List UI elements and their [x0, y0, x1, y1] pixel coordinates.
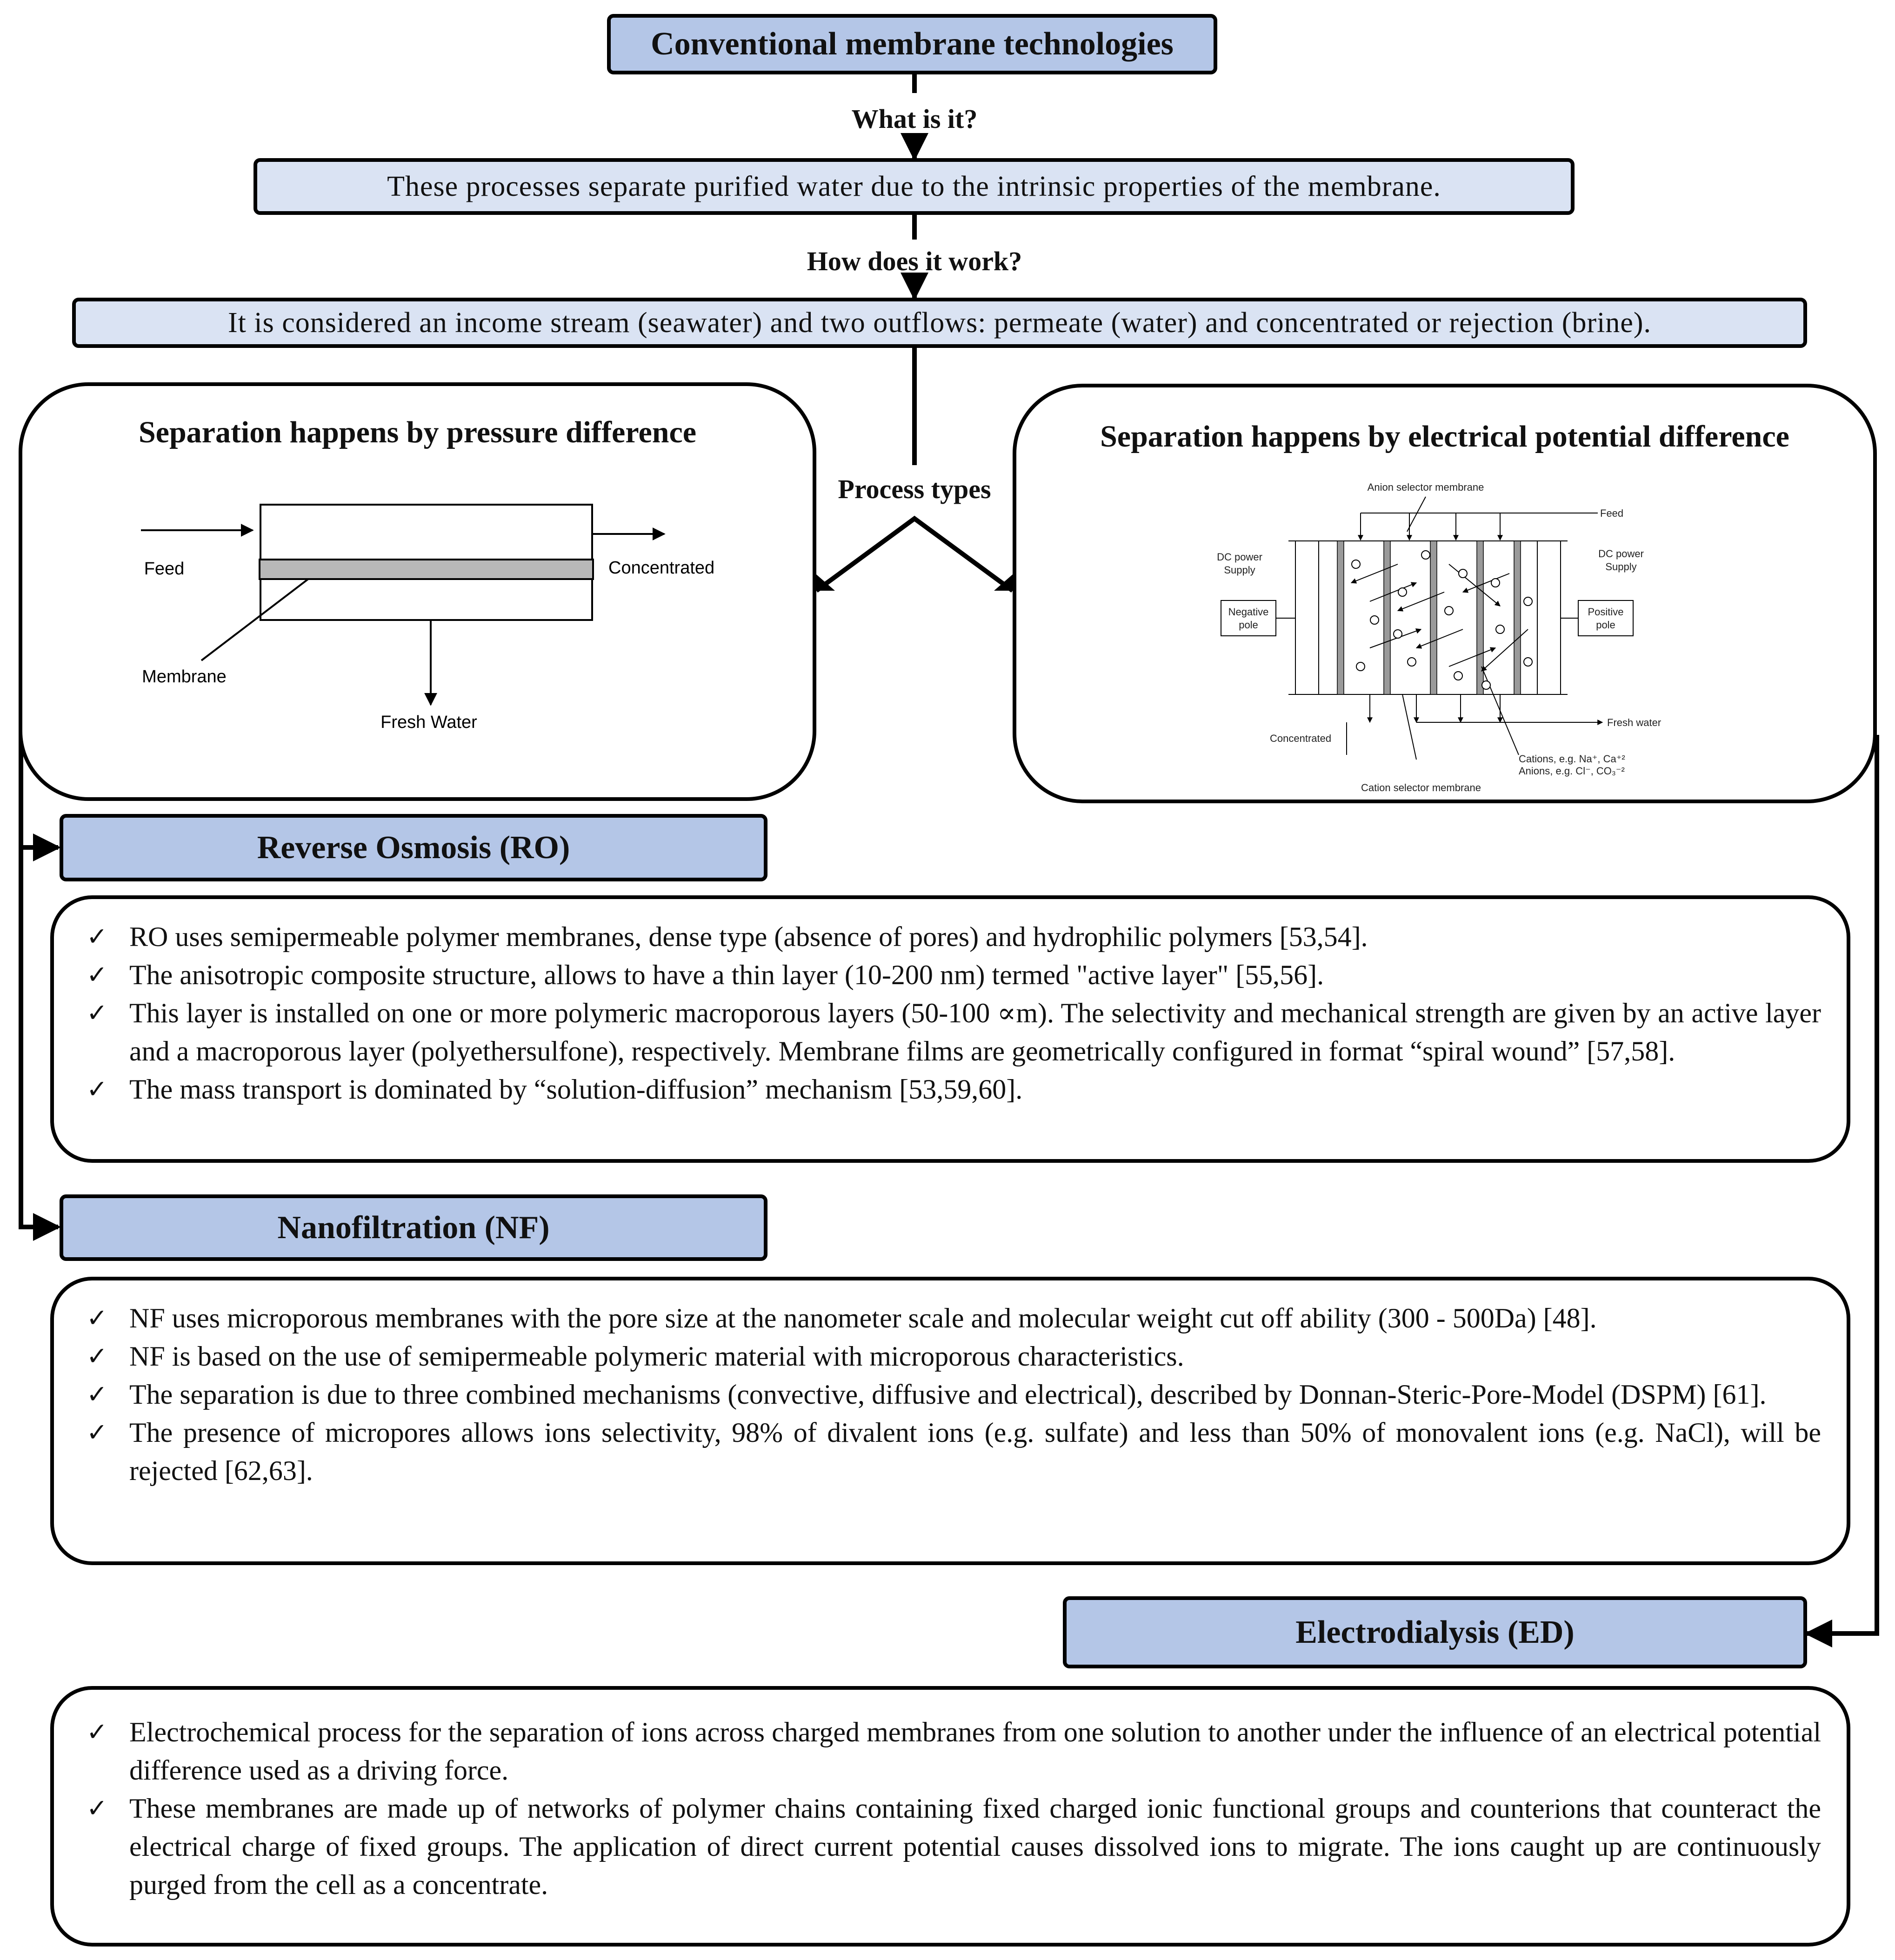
mechanism-text: It is considered an income stream (seawa… [227, 307, 1651, 339]
nf-header-text: Nanofiltration (NF) [277, 1209, 550, 1246]
ro-bullet: This layer is installed on one or more p… [87, 994, 1821, 1070]
positive-pole-label: pole [1596, 619, 1615, 631]
electrodialysis-diagram: Anion selector membrane Feed DC power Su… [1217, 481, 1661, 793]
electrical-panel-title: Separation happens by electrical potenti… [1100, 420, 1789, 453]
ed-header-text: Electrodialysis (ED) [1295, 1614, 1575, 1650]
ed-feed-label: Feed [1600, 507, 1623, 519]
pressure-panel: Separation happens by pressure differenc… [19, 382, 816, 801]
dc-power-left-label: DC power [1217, 551, 1262, 563]
ed-header: Electrodialysis (ED) [1063, 1596, 1807, 1668]
chevron-left-arrowhead [816, 574, 835, 591]
ro-header: Reverse Osmosis (RO) [60, 814, 767, 881]
membrane-layer [259, 559, 594, 580]
question-what-is-it: What is it? [851, 104, 978, 134]
title-text: Conventional membrane technologies [651, 26, 1174, 62]
ion-circles [1351, 550, 1533, 690]
anion-membrane-label: Anion selector membrane [1368, 481, 1484, 493]
nf-bullet: NF uses microporous membranes with the p… [87, 1299, 1821, 1337]
ed-membrane-4 [1476, 540, 1484, 695]
question-how-does-it-work: How does it work? [807, 246, 1022, 276]
process-types-label: Process types [838, 474, 991, 504]
cation-membrane-pointer [1402, 694, 1417, 760]
feed-label: Feed [144, 559, 185, 579]
membrane-label: Membrane [142, 667, 227, 687]
pressure-panel-title: Separation happens by pressure differenc… [138, 415, 697, 449]
connector-ed [1804, 735, 1879, 1647]
pressure-diagram: Feed Concentrated Membrane Fresh Water [141, 504, 714, 732]
nf-details: NF uses microporous membranes with the p… [50, 1277, 1850, 1565]
ed-membrane-2 [1383, 540, 1391, 695]
negative-label: Negative [1228, 606, 1269, 618]
definition-text: These processes separate purified water … [387, 170, 1441, 202]
negative-pole-label: pole [1239, 619, 1258, 631]
ro-header-text: Reverse Osmosis (RO) [257, 829, 570, 866]
nf-header: Nanofiltration (NF) [60, 1194, 767, 1261]
ed-details: Electrochemical process for the separati… [50, 1686, 1850, 1947]
title-box: Conventional membrane technologies [607, 14, 1217, 74]
ed-concentrated-label: Concentrated [1270, 733, 1331, 744]
cations-pointer [1481, 666, 1519, 755]
chevron-lines [815, 515, 1014, 593]
cations-label: Cations, e.g. Na⁺, Ca⁺² [1519, 753, 1625, 765]
ro-details: RO uses semipermeable polymer membranes,… [50, 895, 1850, 1163]
mechanism-box: It is considered an income stream (seawa… [72, 298, 1807, 348]
nf-bullet: The separation is due to three combined … [87, 1375, 1821, 1413]
nf-bullet-list: NF uses microporous membranes with the p… [87, 1299, 1821, 1490]
anions-label: Anions, e.g. Cl⁻, CO₃⁻² [1519, 765, 1625, 777]
supply-right-label: Supply [1605, 561, 1636, 573]
ro-bullet: The mass transport is dominated by “solu… [87, 1070, 1821, 1108]
membrane-pointer [200, 566, 326, 661]
ed-membrane-5 [1514, 540, 1521, 695]
anion-membrane-pointer [1407, 496, 1426, 532]
positive-label: Positive [1588, 606, 1623, 618]
ed-bullet: These membranes are made up of networks … [87, 1789, 1821, 1904]
ed-membranes [1337, 540, 1521, 695]
ro-bullet: RO uses semipermeable polymer membranes,… [87, 918, 1821, 956]
ro-bullet-list: RO uses semipermeable polymer membranes,… [87, 918, 1821, 1108]
ion-arrows [1350, 564, 1528, 672]
electrical-panel: Separation happens by electrical potenti… [1013, 384, 1877, 803]
supply-left-label: Supply [1224, 564, 1255, 576]
ed-membrane-3 [1430, 540, 1437, 695]
ed-bullet-list: Electrochemical process for the separati… [87, 1708, 1821, 1904]
definition-box: These processes separate purified water … [254, 158, 1575, 215]
connector-nf [19, 730, 61, 1241]
fresh-water-label: Fresh Water [380, 713, 477, 732]
dc-power-right-label: DC power [1598, 548, 1644, 560]
cation-membrane-label: Cation selector membrane [1361, 782, 1481, 793]
ed-bullet: Electrochemical process for the separati… [87, 1713, 1821, 1789]
concentrated-label: Concentrated [608, 558, 714, 578]
ed-fresh-water-label: Fresh water [1607, 717, 1661, 728]
ro-bullet: The anisotropic composite structure, all… [87, 956, 1821, 994]
ed-membrane-1 [1337, 540, 1344, 695]
nf-bullet: NF is based on the use of semipermeable … [87, 1337, 1821, 1375]
chevron-right-arrowhead [994, 574, 1013, 591]
nf-bullet: The presence of micropores allows ions s… [87, 1413, 1821, 1490]
